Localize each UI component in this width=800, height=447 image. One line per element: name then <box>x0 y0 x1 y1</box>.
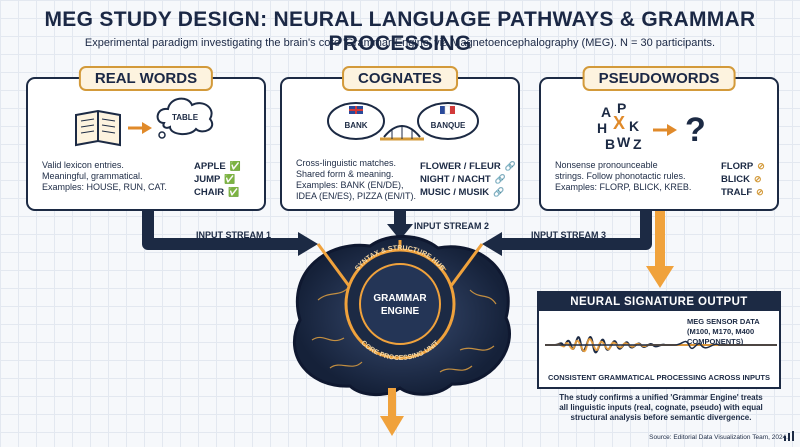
meg-waveform <box>545 336 777 354</box>
stream-label-2: INPUT STREAM 2 <box>414 221 490 231</box>
output-arrow <box>646 211 674 288</box>
book-icon <box>75 109 152 147</box>
link-icon: 🔗 <box>493 187 505 197</box>
brain-graphic: SYNTAX & STRUCTURE HUB CORE PROCESSING U… <box>293 234 511 436</box>
bridge-bubbles-icon: BANK BANQUE <box>327 102 479 141</box>
thought-bubble-icon: TABLE <box>156 97 214 139</box>
input-stream-2-path <box>387 211 413 240</box>
check-circle-icon: ✅ <box>228 187 240 197</box>
slash-circle-icon: ⊘ <box>757 161 765 171</box>
scrambled-letters-icon: A P H K X B W Z ? <box>597 100 706 152</box>
link-icon: 🔗 <box>494 174 506 184</box>
grammar-engine-label-line1: GRAMMAR <box>373 293 427 304</box>
list-item: CHAIR✅ <box>194 187 240 198</box>
link-icon: 🔗 <box>504 161 516 171</box>
list-item: FLOWER / FLEUR🔗 <box>420 161 516 172</box>
bubble-banque-label: BANQUE <box>431 121 466 130</box>
slash-circle-icon: ⊘ <box>754 174 762 184</box>
letter-a: A <box>601 104 611 120</box>
study-conclusion: The study confirms a unified 'Grammar En… <box>559 393 763 422</box>
grammar-engine-label-line2: ENGINE <box>381 306 420 317</box>
list-item: JUMP✅ <box>194 174 236 185</box>
letter-z: Z <box>633 136 642 152</box>
check-circle-icon: ✅ <box>224 174 236 184</box>
list-item: TRALF⊘ <box>721 187 764 198</box>
input-stream-1-path <box>142 211 318 256</box>
page-title: MEG STUDY DESIGN: NEURAL LANGUAGE PATHWA… <box>44 8 756 55</box>
cognates-description: Cross-linguistic matches. Shared form & … <box>296 158 417 201</box>
panel-title-pseudowords: PSEUDOWORDS <box>582 66 736 91</box>
list-item: NIGHT / NACHT🔗 <box>420 174 506 185</box>
pseudowords-examples: FLORP⊘ BLICK⊘ TRALF⊘ <box>721 160 765 199</box>
source-credit: Source: Editorial Data Visualization Tea… <box>649 434 788 441</box>
signature-heading: NEURAL SIGNATURE OUTPUT <box>539 293 779 311</box>
check-circle-icon: ✅ <box>229 161 241 171</box>
panel-title-real-words: REAL WORDS <box>78 66 214 91</box>
real-words-examples: APPLE✅ JUMP✅ CHAIR✅ <box>194 160 241 199</box>
pseudowords-description: Nonsense pronounceable strings. Follow p… <box>555 160 692 192</box>
letter-k: K <box>629 118 639 134</box>
cognates-examples: FLOWER / FLEUR🔗 NIGHT / NACHT🔗 MUSIC / M… <box>420 160 516 199</box>
signature-caption: CONSISTENT GRAMMATICAL PROCESSING ACROSS… <box>548 373 770 382</box>
real-words-description: Valid lexicon entries. Meaningful, gramm… <box>42 160 167 192</box>
page-subtitle: Experimental paradigm investigating the … <box>84 37 716 49</box>
letter-b: B <box>605 136 615 152</box>
slash-circle-icon: ⊘ <box>756 187 764 197</box>
letter-h: H <box>597 120 607 136</box>
list-item: BLICK⊘ <box>721 174 762 185</box>
neural-signature-panel: NEURAL SIGNATURE OUTPUT MEG SENSOR DATA … <box>537 291 781 389</box>
letter-x: X <box>613 113 625 133</box>
letter-w: W <box>617 134 631 150</box>
list-item: MUSIC / MUSIK🔗 <box>420 187 505 198</box>
chart-logo-icon <box>784 431 794 441</box>
panel-title-cognates: COGNATES <box>342 66 458 91</box>
meg-sensor-label: MEG SENSOR DATA (M100, M170, M400 COMPON… <box>687 317 760 346</box>
question-mark-icon: ? <box>685 111 706 149</box>
list-item: APPLE✅ <box>194 161 241 172</box>
flag-fr-icon <box>440 106 445 114</box>
input-stream-3-path <box>482 211 652 256</box>
panel-pseudowords: PSEUDOWORDS A P H K X B W Z ? Nonsense p… <box>539 66 779 211</box>
list-item: FLORP⊘ <box>721 161 765 172</box>
bubble-bank-label: BANK <box>344 121 367 130</box>
stream-label-1: INPUT STREAM 1 <box>196 230 272 240</box>
letter-p: P <box>617 100 626 116</box>
bubble-table-label: TABLE <box>172 113 199 122</box>
stream-label-3: INPUT STREAM 3 <box>531 230 607 240</box>
panel-cognates: COGNATES BANK BANQUE Cross-linguistic ma… <box>280 66 520 211</box>
panel-real-words: REAL WORDS TABLE Valid lexicon entries. … <box>26 66 266 211</box>
